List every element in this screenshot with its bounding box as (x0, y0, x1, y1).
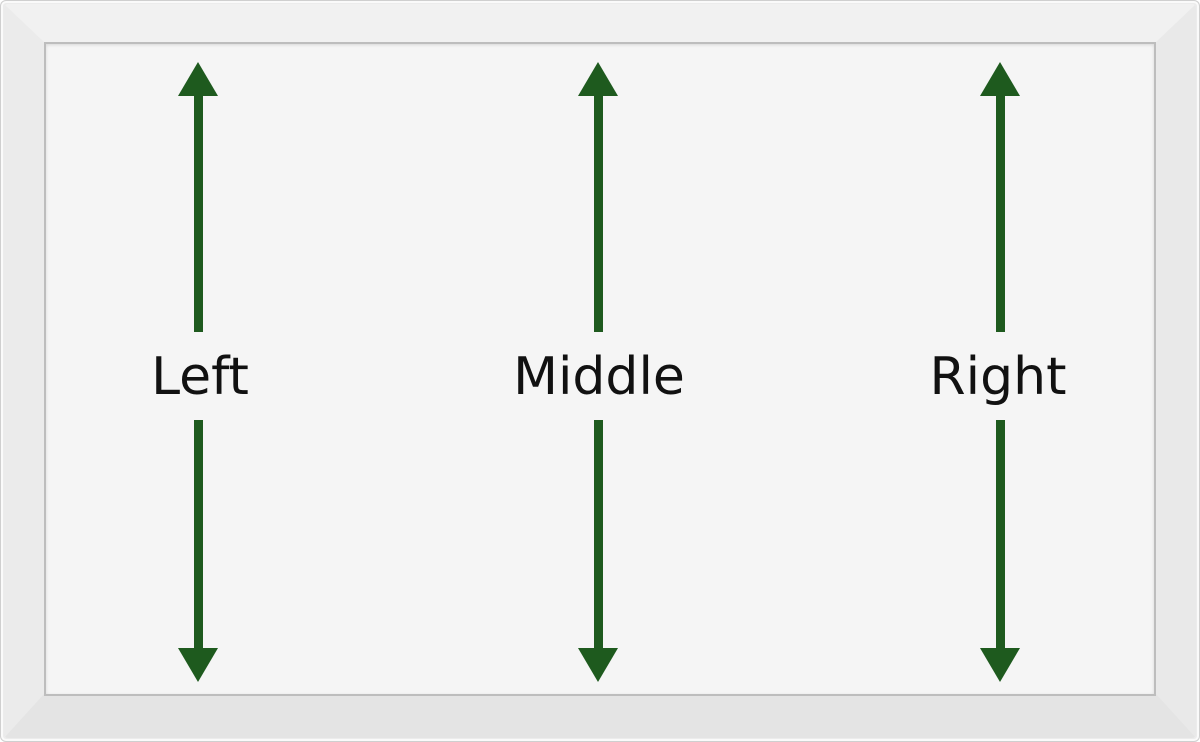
label-left: Left (151, 347, 249, 407)
column-right: Right (930, 62, 1067, 682)
column-left: Left (151, 62, 249, 682)
column-middle: Middle (513, 62, 685, 682)
arrow-up-middle (578, 62, 618, 332)
arrow-up-left (178, 62, 218, 332)
arrow-up-right (980, 62, 1020, 332)
label-middle: Middle (513, 347, 685, 407)
arrow-down-right (980, 420, 1020, 682)
label-right: Right (930, 347, 1067, 407)
frame-bevel (4, 4, 1196, 738)
arrow-down-middle (578, 420, 618, 682)
arrow-down-left (178, 420, 218, 682)
